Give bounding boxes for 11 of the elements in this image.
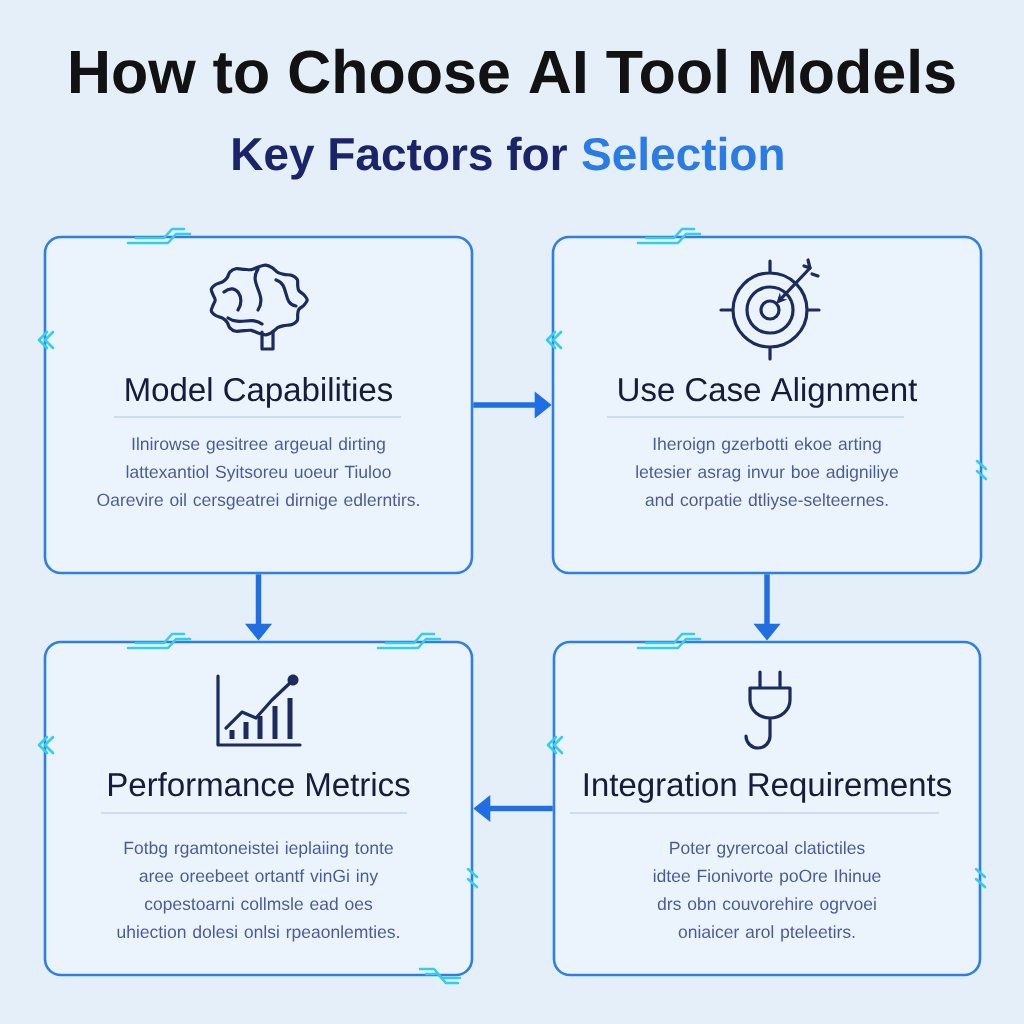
- card-description: Fotbg rgamtoneistei ieplaiing tonte aree oreebeet ortantf vinGi iny copestoarni collmsle ead oes uhiection dolesi onlsi rpeaonlemties.: [117, 841, 399, 942]
- subtitle: Selection: [582, 136, 783, 171]
- card-heading: Integration Requirements: [584, 772, 951, 803]
- card-heading: Use Case Alignment: [619, 377, 918, 408]
- card-heading: Model Capabilities: [126, 377, 393, 408]
- card-description: Poter gyrercoal clatictiles idtee Fionivorte poOre Ihinue drs obn couvorehire ogrvoei oniaicer arol pteleetirs.: [653, 841, 881, 942]
- subtitle: Key Factors for: [233, 136, 567, 180]
- card-heading: Performance Metrics: [109, 772, 410, 797]
- card-description: Ilnirowse gesitree argeual dirting lattexantiol Syitsoreu uoeur Tiuloo Oarevire oil cersgeatrei dirnige edlerntirs.: [97, 437, 419, 510]
- title: How to Choose AI Tool Models: [71, 48, 955, 94]
- card-description: Iheroign gzerbotti ekoe arting letesier asrag invur boe adigniliye and corpatie dtliyse-selteernes.: [636, 437, 898, 510]
